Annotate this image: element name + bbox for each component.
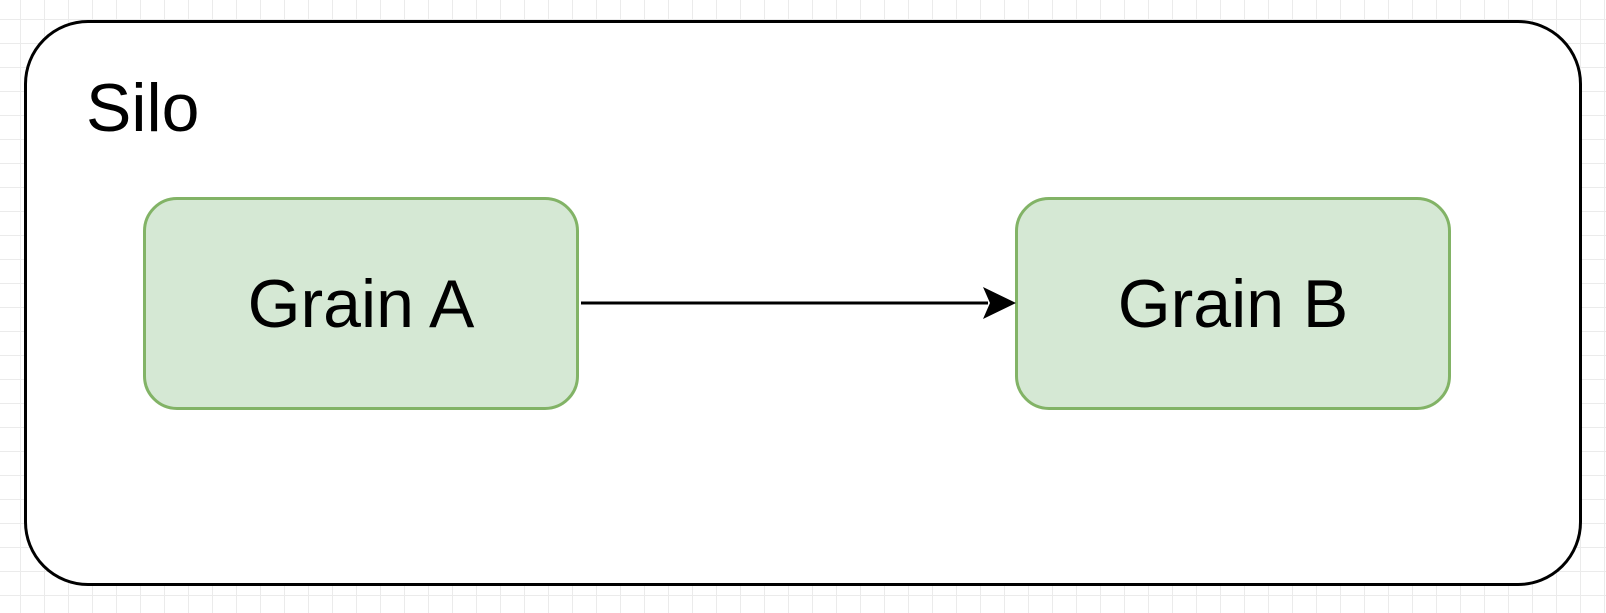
grain-a-node[interactable]: Grain A — [143, 197, 579, 410]
grain-a-label: Grain A — [247, 265, 475, 342]
arrowhead-icon — [983, 287, 1016, 319]
grain-b-node[interactable]: Grain B — [1015, 197, 1451, 410]
grain-b-label: Grain B — [1117, 265, 1349, 342]
silo-label: Silo — [86, 70, 200, 146]
